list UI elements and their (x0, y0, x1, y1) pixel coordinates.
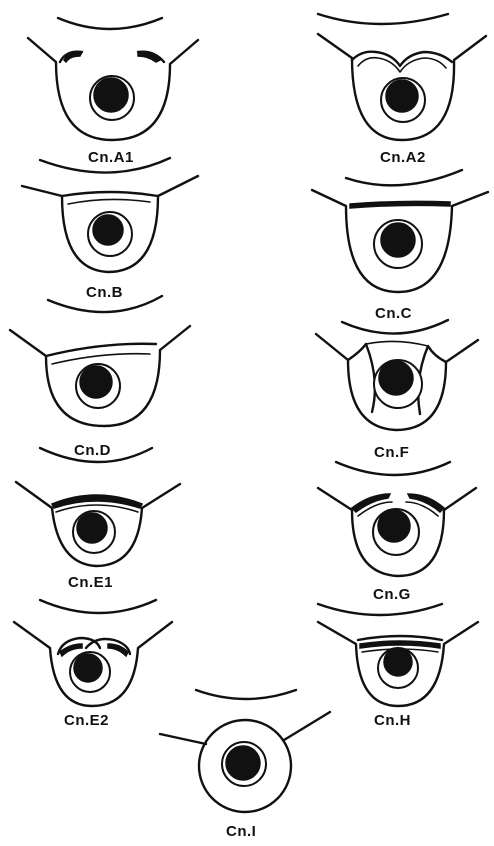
figure-cn-g: Cn.G (318, 462, 476, 603)
label-cn-f: Cn.F (374, 444, 409, 461)
figure-cn-d: Cn.D (10, 296, 190, 459)
label-cn-d: Cn.D (74, 442, 111, 459)
label-cn-i: Cn.I (226, 823, 256, 840)
figure-cn-e2: Cn.E2 (14, 600, 172, 729)
label-cn-a1: Cn.A1 (88, 149, 134, 166)
label-cn-e1: Cn.E1 (68, 574, 113, 591)
figure-cn-a2: Cn.A2 (318, 14, 486, 166)
label-cn-b: Cn.B (86, 284, 123, 301)
figure-cn-b: Cn.B (22, 158, 198, 301)
figure-cn-e1: Cn.E1 (16, 448, 180, 591)
figure-cn-a1: Cn.A1 (28, 18, 198, 166)
label-cn-c: Cn.C (375, 305, 412, 322)
figure-cn-f: Cn.F (316, 320, 478, 461)
figure-cn-i: Cn.I (160, 690, 330, 840)
figure-cn-h: Cn.H (318, 604, 478, 729)
label-cn-e2: Cn.E2 (64, 712, 109, 729)
label-cn-g: Cn.G (373, 586, 411, 603)
figure-cn-c: Cn.C (312, 170, 488, 322)
label-cn-a2: Cn.A2 (380, 149, 426, 166)
label-cn-h: Cn.H (374, 712, 411, 729)
